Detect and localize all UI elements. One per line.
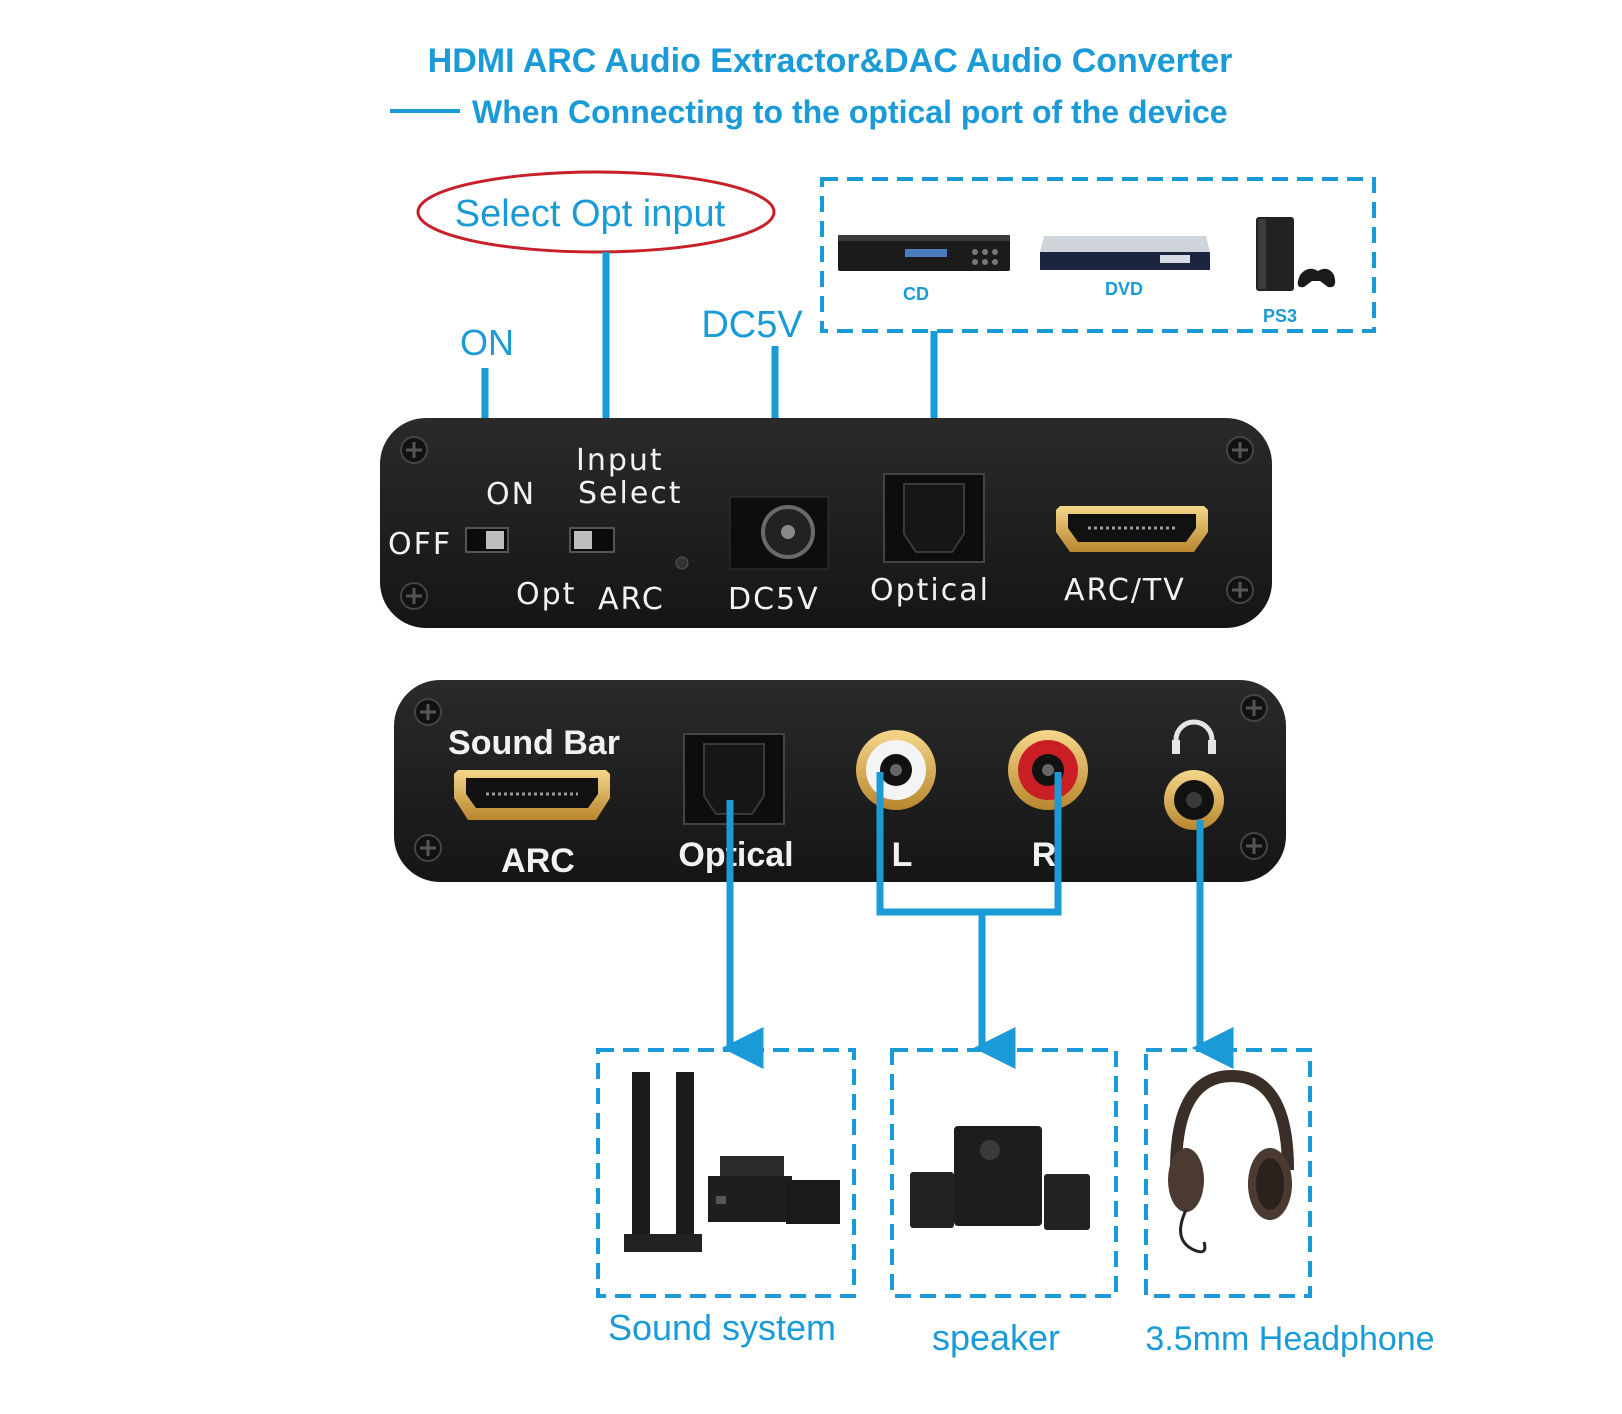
led-indicator [675,556,689,570]
front-on-label: ON [486,477,536,512]
front-dc5v-label: DC5V [728,582,820,617]
sound-system-label: Sound system [608,1307,836,1348]
sound-bar-label: Sound Bar [448,724,620,762]
rca-bracket [876,772,1062,916]
select-opt-callout-ellipse [416,170,776,254]
on-callout-label: ON [460,322,514,363]
front-optical-label: Optical [870,573,990,608]
cd-player-image [838,235,1010,271]
right-channel-label: R [1032,836,1057,874]
dvd-player-image [1040,236,1210,270]
cd-label: CD [903,284,929,304]
screw-icon [400,436,428,464]
source-devices-box [820,177,1376,333]
select-opt-callout-label: Select Opt input [455,193,726,235]
rear-optical-label: Optical [678,836,793,874]
diagram-subtitle: When Connecting to the optical port of t… [472,94,1228,130]
headphone-box [1144,1048,1312,1298]
sound-system-box [596,1048,856,1298]
off-label: OFF [388,527,452,562]
screw-icon [1226,436,1254,464]
dc5v-callout-label: DC5V [701,304,803,346]
rca-left-jack[interactable] [856,730,936,810]
speaker-box [890,1048,1118,1298]
screw-icon [1240,832,1268,860]
ps3-label: PS3 [1263,306,1297,326]
screw-icon [414,698,442,726]
headphone-icon [1172,719,1216,754]
headphone-label: 3.5mm Headphone [1145,1320,1434,1358]
headphone-image [1168,1069,1294,1254]
screw-icon [1226,576,1254,604]
front-panel: OFF ON Input Select Opt ARC DC5V Optical… [380,418,1272,628]
rear-panel: Sound Bar ARC Optical L R [394,680,1286,882]
input-label: Input [576,443,664,478]
front-arc-label: ARC [598,582,665,617]
screw-icon [1240,694,1268,722]
arc-tv-label: ARC/TV [1064,573,1186,608]
rca-right-jack[interactable] [1008,730,1088,810]
screw-icon [414,834,442,862]
rear-arc-label: ARC [501,842,575,880]
speaker-label: speaker [932,1317,1060,1358]
ps3-console-image [1256,217,1336,291]
left-channel-label: L [892,836,913,874]
opt-label: Opt [516,577,576,612]
screw-icon [400,582,428,610]
speaker-image [910,1126,1090,1230]
input-select-knob[interactable] [574,531,592,549]
headphone-jack[interactable] [1164,770,1224,830]
select-label: Select [578,476,683,511]
dvd-label: DVD [1105,279,1143,299]
sound-system-image [624,1072,840,1252]
diagram-title: HDMI ARC Audio Extractor&DAC Audio Conve… [428,42,1233,80]
power-switch-knob[interactable] [486,531,504,549]
